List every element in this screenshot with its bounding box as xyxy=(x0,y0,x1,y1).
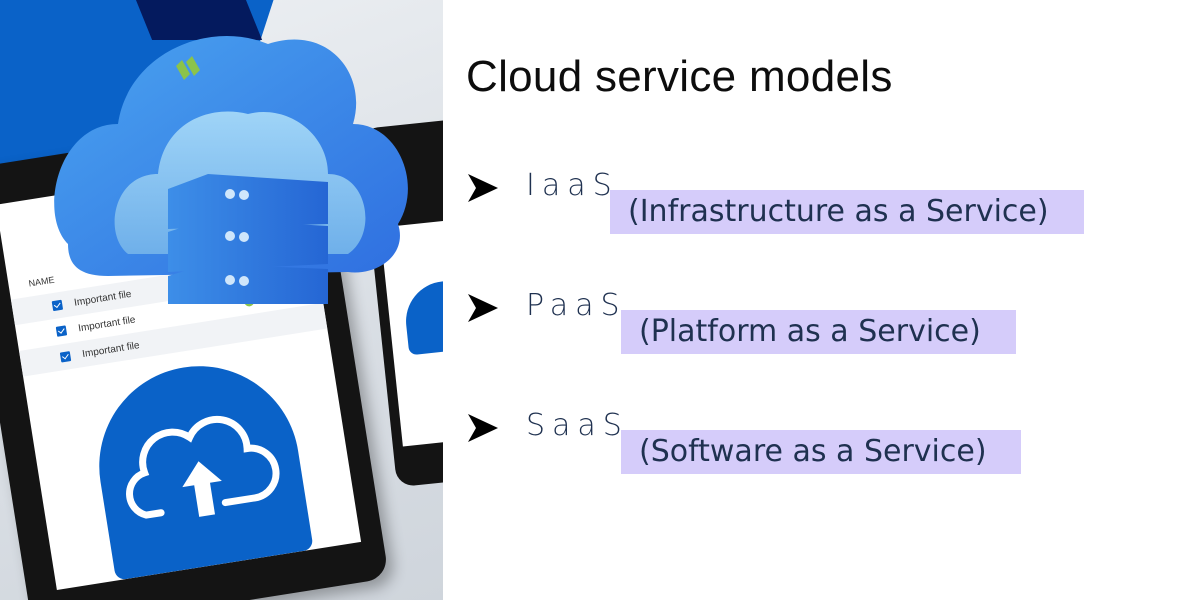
arrowhead-bullet-icon xyxy=(468,294,498,322)
page-title: Cloud service models xyxy=(466,52,893,101)
check-circle-icon xyxy=(286,570,299,582)
model-abbreviation: IaaS xyxy=(526,168,619,203)
arrowhead-bullet-icon xyxy=(468,414,498,442)
model-full-name: (Infrastructure as a Service) xyxy=(610,190,1084,234)
cloud-illustration: NAME Important file Important file Impor… xyxy=(0,0,443,600)
model-full-name: (Platform as a Service) xyxy=(621,310,1016,354)
file-label: Important file xyxy=(121,589,180,590)
checkbox-icon xyxy=(59,351,72,363)
model-full-name: (Software as a Service) xyxy=(621,430,1021,474)
upload-cloud-icon xyxy=(84,351,314,581)
arrowhead-bullet-icon xyxy=(468,174,498,202)
tablet-screen: NAME Important file Important file Impor… xyxy=(0,156,362,591)
model-abbreviation: PaaS xyxy=(526,288,627,323)
model-abbreviation: SaaS xyxy=(526,408,629,443)
tablet-device: NAME Important file Important file Impor… xyxy=(0,113,390,600)
checkbox-icon xyxy=(55,325,68,337)
file-label: Important file xyxy=(77,313,137,334)
cloud-server-icon xyxy=(54,35,408,304)
file-label: Important file xyxy=(81,339,141,360)
